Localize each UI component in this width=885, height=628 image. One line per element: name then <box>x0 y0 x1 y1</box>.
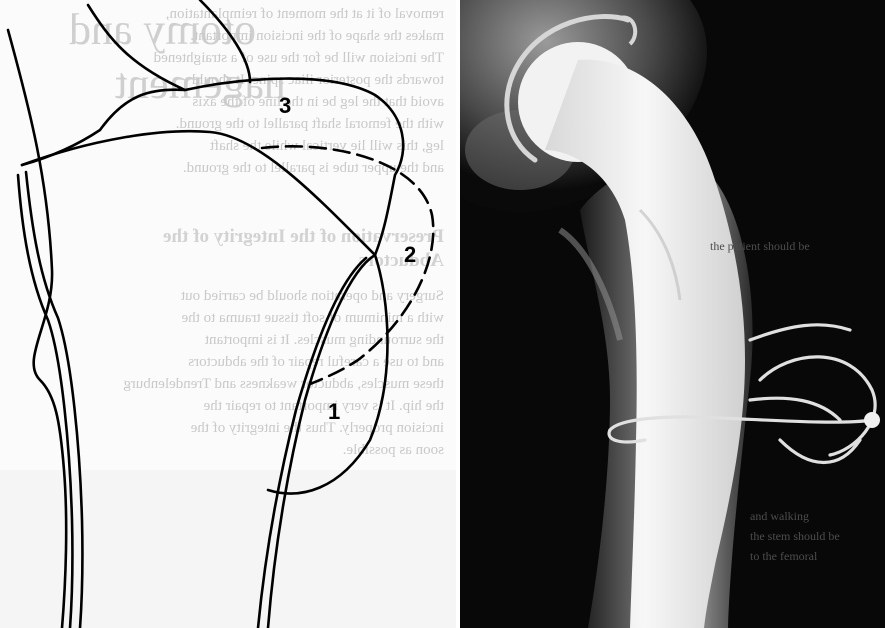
xray-ghost-text: and walking <box>750 509 809 523</box>
ghost-body-line: these muscles, abductor weakness and Tre… <box>123 376 444 392</box>
wire-knot <box>864 412 880 428</box>
xray-image: the patient should be and walking the st… <box>460 0 885 628</box>
ghost-body-line: incision properly. Thus the integrity of… <box>190 420 444 436</box>
ghost-body-line: avoid that the leg be in the line of the… <box>192 94 444 110</box>
paper-shading <box>0 470 456 628</box>
show-through-text: otomy and nagement removal of it at the … <box>69 5 444 458</box>
ghost-body-line: The incision will be for the use of a st… <box>153 50 444 66</box>
ghost-body-line: with the femoral shaft parallel to the g… <box>176 116 444 132</box>
ghost-body-line: the hip. It is very important to repair … <box>203 398 444 414</box>
ghost-body-line: leg, this will lie vertical while the sh… <box>209 138 444 154</box>
ghost-body-line: and the upper tube is parallel to the gr… <box>183 160 444 176</box>
xray-ghost-text: to the femoral <box>750 549 818 563</box>
region-label-1: 1 <box>328 399 340 424</box>
region-label-3: 3 <box>279 93 291 118</box>
xray-ghost-text: the patient should be <box>710 239 810 253</box>
xray-panel: the patient should be and walking the st… <box>460 0 885 628</box>
ghost-heading-line-2: Abductors <box>358 250 444 271</box>
line-drawing: otomy and nagement removal of it at the … <box>0 0 456 628</box>
ghost-heading-line-1: Preservation of the Integrity of the <box>163 226 444 247</box>
ghost-body-line: Surgery and operation should be carried … <box>180 288 444 304</box>
region-label-2: 2 <box>404 242 416 267</box>
xray-ghost-text: the stem should be <box>750 529 840 543</box>
line-drawing-panel: otomy and nagement removal of it at the … <box>0 0 456 628</box>
